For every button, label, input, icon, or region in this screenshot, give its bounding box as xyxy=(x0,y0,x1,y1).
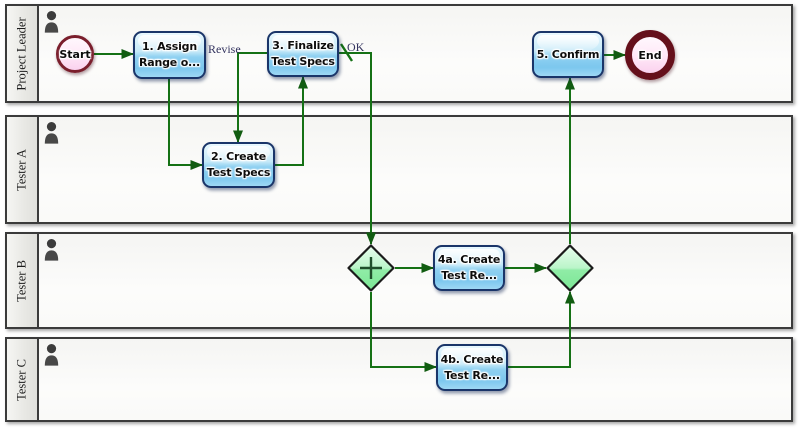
task-label: Test Re... xyxy=(444,368,500,382)
lane-label: Tester A xyxy=(14,148,29,191)
parallel-gateway[interactable] xyxy=(347,244,395,292)
event-label: End xyxy=(638,48,662,62)
start-event[interactable]: Start xyxy=(56,35,94,73)
gateway-diamond-icon xyxy=(546,244,594,292)
lane-header[interactable]: Project Leader xyxy=(7,6,39,101)
lane-label: Tester B xyxy=(14,259,29,302)
task-label: 4b. Create xyxy=(440,352,504,366)
lane-tester-b[interactable]: Tester B xyxy=(5,232,793,329)
task-label: 4a. Create xyxy=(437,253,501,267)
lane-body xyxy=(39,234,791,327)
task-label: 2. Create xyxy=(211,150,266,164)
gateway-diamond-icon xyxy=(347,244,395,292)
person-icon xyxy=(44,11,59,33)
event-label: Start xyxy=(59,47,91,61)
lane-header[interactable]: Tester C xyxy=(7,339,39,420)
lane-label: Tester C xyxy=(14,358,29,401)
task-5-confirm[interactable]: 5. Confirm xyxy=(532,31,604,78)
merge-gateway[interactable] xyxy=(546,244,594,292)
lane-tester-a[interactable]: Tester A xyxy=(5,115,793,224)
task-label: 5. Confirm xyxy=(536,47,600,61)
lane-label: Project Leader xyxy=(14,16,29,91)
lane-tester-c[interactable]: Tester C xyxy=(5,337,793,422)
lane-body xyxy=(39,117,791,222)
lane-header[interactable]: Tester A xyxy=(7,117,39,222)
person-icon xyxy=(44,239,59,261)
task-label: Test Specs xyxy=(271,55,335,68)
task-label: Test Specs xyxy=(206,166,271,179)
task-label: Test Re... xyxy=(441,269,497,282)
lane-body xyxy=(39,339,791,420)
task-label: 3. Finalize xyxy=(272,39,334,53)
lane-header[interactable]: Tester B xyxy=(7,234,39,327)
person-icon xyxy=(44,344,59,366)
flow-label-ok: OK xyxy=(347,40,365,54)
end-event[interactable]: End xyxy=(625,30,675,80)
lane-body xyxy=(39,6,791,101)
task-label: Range o... xyxy=(139,56,200,69)
flow-label-revise: Revise xyxy=(208,42,241,56)
person-icon xyxy=(44,122,59,144)
task-label: 1. Assign xyxy=(142,40,197,54)
